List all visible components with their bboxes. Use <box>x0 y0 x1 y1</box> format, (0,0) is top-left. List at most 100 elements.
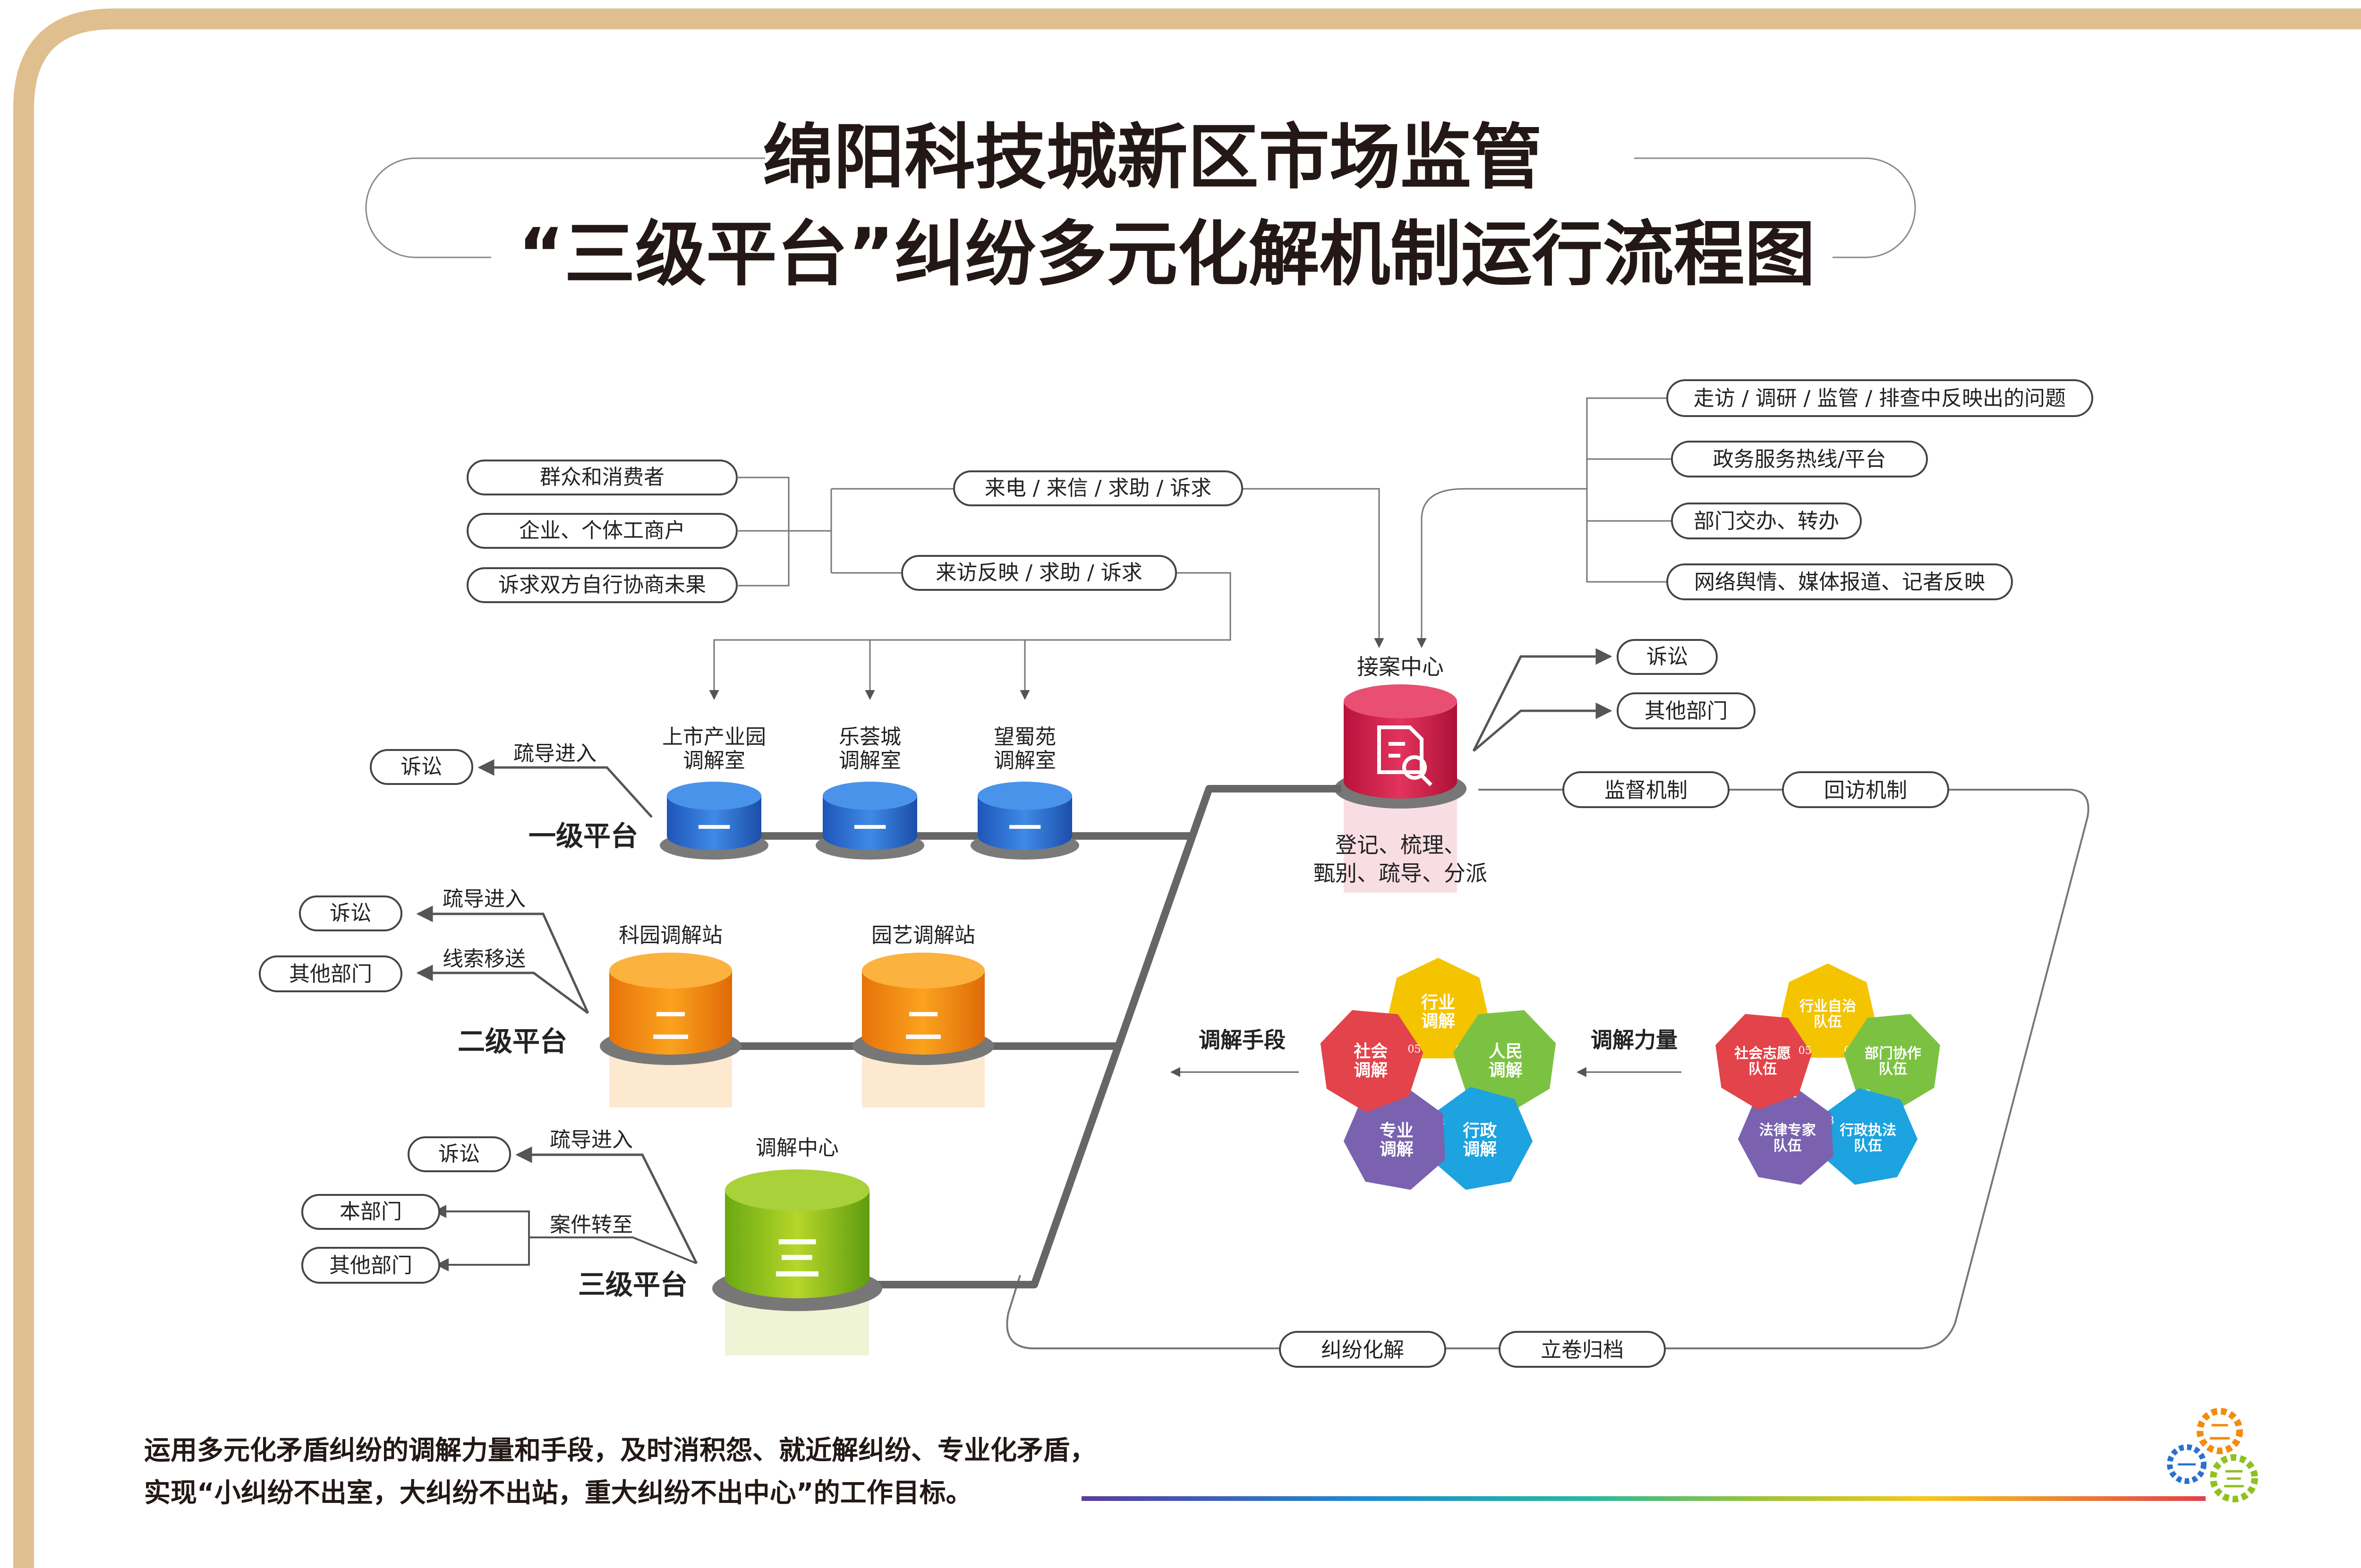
document-search-icon <box>1377 725 1432 786</box>
level2-output-dept-text: 其他部门 <box>289 962 372 986</box>
footer: 运用多元化矛盾纠纷的调解力量和手段，及时消积怨、就近解纠纷、专业化矛盾， 实现“… <box>144 1408 2258 1508</box>
force-petal-2-line2: 队伍 <box>1879 1061 1907 1078</box>
level3-output-own-dept-text: 本部门 <box>340 1200 402 1224</box>
force-petal-5-line1: 社会志愿 <box>1734 1046 1791 1062</box>
method-petal-5-line2: 调解 <box>1354 1061 1388 1080</box>
force-petal-1-shape <box>1779 963 1876 1058</box>
source-assigned-text: 部门交办、转办 <box>1694 509 1839 533</box>
method-petal-3-line1: 行政 <box>1463 1121 1497 1141</box>
method-petal-2-line2: 调解 <box>1489 1061 1523 1080</box>
source-inspection-text: 走访 / 调研 / 监管 / 排查中反映出的问题 <box>1694 386 2066 410</box>
source-split-line <box>713 488 1380 694</box>
force-petal-2-shape <box>1843 1014 1940 1110</box>
case-center-out-arrow-litigation <box>1472 648 1612 752</box>
level1-label: 一级平台 <box>528 820 638 852</box>
level2-output-arrow-litigation <box>416 905 589 1014</box>
source-box-media <box>1666 563 2013 600</box>
force-petal-5-shape <box>1715 1014 1812 1110</box>
source-media-text: 网络舆情、媒体报道、记者反映 <box>1694 570 1985 594</box>
method-petal-3-line2: 调解 <box>1463 1140 1497 1159</box>
level1-platform: 一级平台 上市产业园 调解室 一 乐荟城 调解室 一 望蜀苑 调解室 一 疏导进… <box>370 725 1079 860</box>
level1-arrow-label: 疏导进入 <box>513 741 597 766</box>
center-output-dept-text: 其他部门 <box>1645 699 1728 723</box>
level1-room-1-name-2: 调解室 <box>683 749 745 773</box>
level3-arrow-label-2: 案件转至 <box>550 1213 633 1237</box>
level2-station-2: 园艺调解站 二 <box>852 923 994 1108</box>
gear-logo-symbol-2: 二 <box>2209 1419 2231 1445</box>
level1-room-1-symbol: 一 <box>698 809 731 848</box>
archive-text: 立卷归档 <box>1541 1338 1624 1362</box>
level2-output-litigation-text: 诉讼 <box>330 901 371 925</box>
level3-output-arrow-litigation <box>515 1146 698 1264</box>
force-petal-3-shape <box>1822 1088 1918 1185</box>
page-frame <box>13 9 2361 1568</box>
left-sources: 群众和消费者 企业、个体工商户 诉求双方自行协商未果 来电 / 来信 / 求助 … <box>467 460 1384 700</box>
level1-room-3-top <box>978 782 1072 810</box>
title-line2: “三级平台”纠纷多元化解机制运行流程图 <box>518 213 1815 296</box>
case-center-cylinder-top <box>1344 684 1457 718</box>
force-petal-1-line1: 行业自治 <box>1799 998 1856 1015</box>
footer-color-bar <box>1082 1496 2206 1501</box>
method-petal-2-shape <box>1453 1010 1556 1113</box>
force-petal-4-line1: 法律专家 <box>1759 1122 1816 1139</box>
level1-room-1-top <box>667 782 761 810</box>
left-sources-bracket <box>737 477 831 587</box>
source-hotline-text: 政务服务热线/平台 <box>1713 447 1886 471</box>
source-enterprise-text: 企业、个体工商户 <box>519 519 685 543</box>
title-line1: 绵阳科技城新区市场监管 <box>763 117 1542 199</box>
method-petal-5-line1: 社会 <box>1354 1042 1388 1061</box>
level1-room-2-name-2: 调解室 <box>839 749 901 773</box>
level3-output-arrow-dept <box>439 1210 697 1266</box>
level3-arrow-label-1: 疏导进入 <box>550 1128 633 1152</box>
call-box <box>953 470 1243 506</box>
level1-room-2-cylinder <box>823 796 917 850</box>
level2-station-1: 科园调解站 二 <box>600 923 742 1108</box>
level3-center-symbol: 三 <box>774 1231 821 1287</box>
case-center: 接案中心 登记、梳理、 甄别、疏导、分派 诉讼 其他部门 <box>1313 639 1756 893</box>
source-box-inspection <box>1666 379 2093 417</box>
force-petal-3-line2: 队伍 <box>1854 1138 1882 1154</box>
level2-station-1-name: 科园调解站 <box>619 923 723 947</box>
method-number-5: 05 <box>1408 1043 1421 1055</box>
level2-station-2-symbol: 二 <box>904 1004 942 1048</box>
force-petal-2-line1: 部门协作 <box>1865 1046 1921 1062</box>
visit-text: 来访反映 / 求助 / 诉求 <box>936 561 1142 585</box>
force-petal-1-line2: 队伍 <box>1814 1014 1842 1031</box>
source-box-assigned <box>1671 503 1862 539</box>
supervision-text: 监督机制 <box>1604 778 1688 802</box>
gear-logo-icon: 二 一 三 <box>2167 1408 2258 1502</box>
level1-output-arrow <box>477 759 653 818</box>
case-center-cylinder <box>1344 701 1457 799</box>
case-center-out-arrow-dept <box>1473 702 1612 752</box>
level1-room-2-name-1: 乐荟城 <box>839 725 901 749</box>
title-capsule <box>365 157 1916 258</box>
footer-line2: 实现“小纠纷不出室，大纠纷不出站，重大纠纷不出中心”的工作目标。 <box>144 1478 972 1508</box>
level1-room-2-symbol: 一 <box>853 809 886 848</box>
center-output-litigation-text: 诉讼 <box>1646 645 1688 669</box>
level1-room-2-top <box>823 782 917 810</box>
level1-room-3-symbol: 一 <box>1008 809 1041 848</box>
level3-label: 三级平台 <box>578 1269 688 1301</box>
revisit-text: 回访机制 <box>1824 778 1907 802</box>
level1-output-litigation-text: 诉讼 <box>401 755 442 779</box>
method-petal-3-shape <box>1431 1087 1533 1190</box>
case-center-title: 接案中心 <box>1357 654 1444 680</box>
level1-room-1-name-1: 上市产业园 <box>662 725 766 749</box>
case-center-desc-line1: 登记、梳理、 <box>1335 832 1466 858</box>
right-sources: 走访 / 调研 / 监管 / 排查中反映出的问题 政务服务热线/平台 部门交办、… <box>1416 379 2093 648</box>
level2-arrow-label-1: 疏导进入 <box>443 887 526 911</box>
forces-label: 调解力量 <box>1591 1027 1678 1053</box>
supervision-box <box>1562 771 1730 808</box>
method-petal-1-line2: 调解 <box>1421 1012 1455 1031</box>
revisit-box <box>1782 771 1949 808</box>
gear-logo-symbol-1: 一 <box>2177 1455 2196 1476</box>
level2-output-dept <box>259 955 402 992</box>
case-center-reflection <box>1344 798 1457 893</box>
